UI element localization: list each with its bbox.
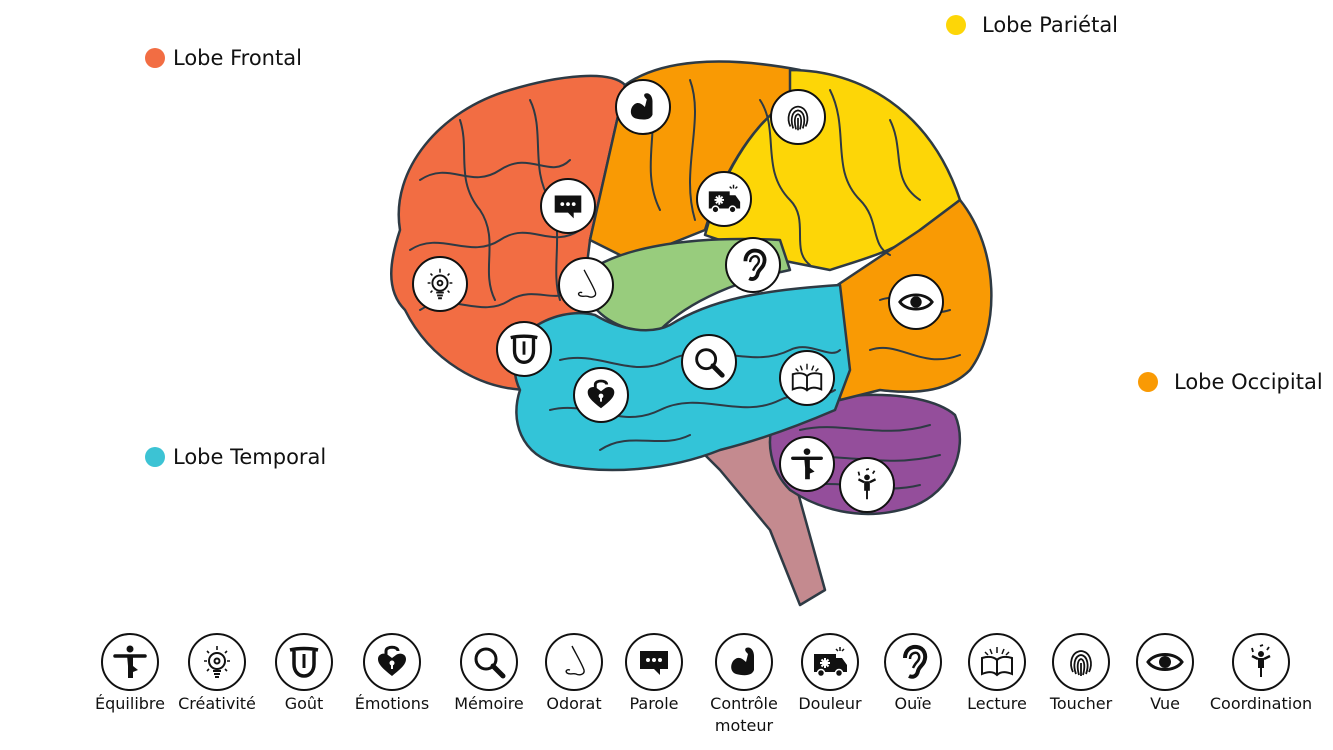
legend-dot-frontal [145, 48, 165, 68]
legend-occipital: Lobe Occipital [1138, 370, 1323, 394]
brain-badge-speech[interactable] [540, 178, 596, 234]
legend-label-parietal: Lobe Pariétal [982, 13, 1119, 37]
key-item[interactable]: Créativité [167, 633, 267, 715]
brain-badge-emotions[interactable] [573, 367, 629, 423]
ear-icon [903, 644, 928, 679]
key-label: Odorat [546, 694, 602, 713]
fingerprint-icon [1070, 650, 1092, 676]
key-item[interactable]: Odorat [524, 633, 624, 715]
legend-frontal: Lobe Frontal [145, 46, 302, 70]
key-icon-circle [545, 633, 603, 691]
key-icon-circle [1136, 633, 1194, 691]
brain-badge-vision[interactable] [888, 274, 944, 330]
key-label: Goût [284, 694, 324, 713]
legend-label-temporal: Lobe Temporal [173, 445, 327, 469]
key-label: Contrôle moteur [710, 694, 778, 735]
legend-label-frontal: Lobe Frontal [173, 46, 302, 70]
nose-icon [565, 645, 585, 676]
book-icon [791, 363, 823, 392]
key-label: Ouïe [894, 694, 932, 713]
heart-lock-icon [587, 379, 615, 409]
brain-badge-taste[interactable] [496, 321, 552, 377]
lightbulb-icon [204, 646, 230, 678]
key-item[interactable]: Parole [604, 633, 704, 715]
key-label: Toucher [1049, 694, 1113, 713]
legend-dot-occipital [1138, 372, 1158, 392]
key-item[interactable]: Émotions [342, 633, 442, 715]
key-icon-circle [968, 633, 1026, 691]
key-item[interactable]: Vue [1115, 633, 1215, 715]
heart-lock-icon [378, 645, 406, 676]
balance-icon [791, 448, 823, 480]
key-icon-circle [801, 633, 859, 691]
legend-dot-parietal [946, 15, 966, 35]
key-icon-circle [188, 633, 246, 691]
fingerprint-icon [787, 105, 809, 131]
book-icon [981, 647, 1013, 677]
key-item[interactable]: Ouïe [863, 633, 963, 715]
brain-badge-touch[interactable] [770, 89, 826, 145]
key-icon-circle [715, 633, 773, 691]
legend-label-occipital: Lobe Occipital [1174, 370, 1323, 394]
key-icon-circle [1232, 633, 1290, 691]
key-label: Créativité [178, 694, 256, 713]
brain-badge-hearing[interactable] [725, 237, 781, 293]
brain-badge-coordination[interactable] [839, 457, 895, 513]
temporal-lobe-region [513, 283, 852, 472]
key-label: Coordination [1209, 694, 1313, 713]
key-icon-circle [363, 633, 421, 691]
legend-temporal: Lobe Temporal [145, 445, 326, 469]
key-item[interactable]: Contrôle moteur [694, 633, 794, 737]
juggler-icon [857, 468, 877, 500]
key-label: Mémoire [454, 694, 524, 713]
key-icon-circle [1052, 633, 1110, 691]
key-label: Lecture [967, 694, 1027, 713]
key-label: Vue [1150, 694, 1180, 713]
key-item[interactable]: Goût [254, 633, 354, 715]
brain-badge-memory[interactable] [681, 334, 737, 390]
muscle-icon [731, 647, 754, 676]
key-item[interactable]: Douleur [780, 633, 880, 715]
key-item[interactable]: Lecture [947, 633, 1047, 715]
key-item[interactable]: Mémoire [439, 633, 539, 715]
key-icon-circle [275, 633, 333, 691]
lightbulb-icon [427, 268, 453, 300]
balance-icon [113, 645, 147, 678]
key-label: Émotions [354, 694, 430, 713]
key-icon-circle [625, 633, 683, 691]
key-icon-circle [460, 633, 518, 691]
brain-badge-motor-control[interactable] [615, 79, 671, 135]
speech-bubble-icon [640, 651, 668, 675]
speech-bubble-icon [554, 195, 582, 219]
ambulance-icon [814, 647, 847, 678]
brain-badge-reading[interactable] [779, 350, 835, 406]
nose-icon [577, 269, 597, 298]
legend-dot-temporal [145, 447, 165, 467]
legend-parietal: Lobe Pariétal [946, 13, 1118, 37]
eye-icon [1146, 653, 1184, 671]
key-label: Douleur [798, 694, 862, 713]
key-label: Équilibre [95, 694, 165, 713]
ear-icon [743, 248, 767, 281]
brain-badge-smell[interactable] [558, 257, 614, 313]
tongue-icon [289, 646, 319, 678]
juggler-icon [1251, 644, 1271, 677]
key-icon-circle [884, 633, 942, 691]
key-item[interactable]: Toucher [1031, 633, 1131, 715]
eye-icon [898, 293, 934, 311]
brain-badge-balance[interactable] [779, 436, 835, 492]
ambulance-icon [708, 184, 741, 214]
key-item[interactable]: Équilibre [80, 633, 180, 715]
key-item[interactable]: Coordination [1209, 633, 1313, 715]
key-icon-circle [101, 633, 159, 691]
brain-badge-creativity[interactable] [412, 256, 468, 312]
brain-badge-pain[interactable] [696, 171, 752, 227]
muscle-icon [630, 93, 653, 120]
magnifier-icon [474, 647, 506, 679]
tongue-icon [510, 334, 538, 364]
key-label: Parole [629, 694, 679, 713]
magnifier-icon [695, 348, 725, 378]
